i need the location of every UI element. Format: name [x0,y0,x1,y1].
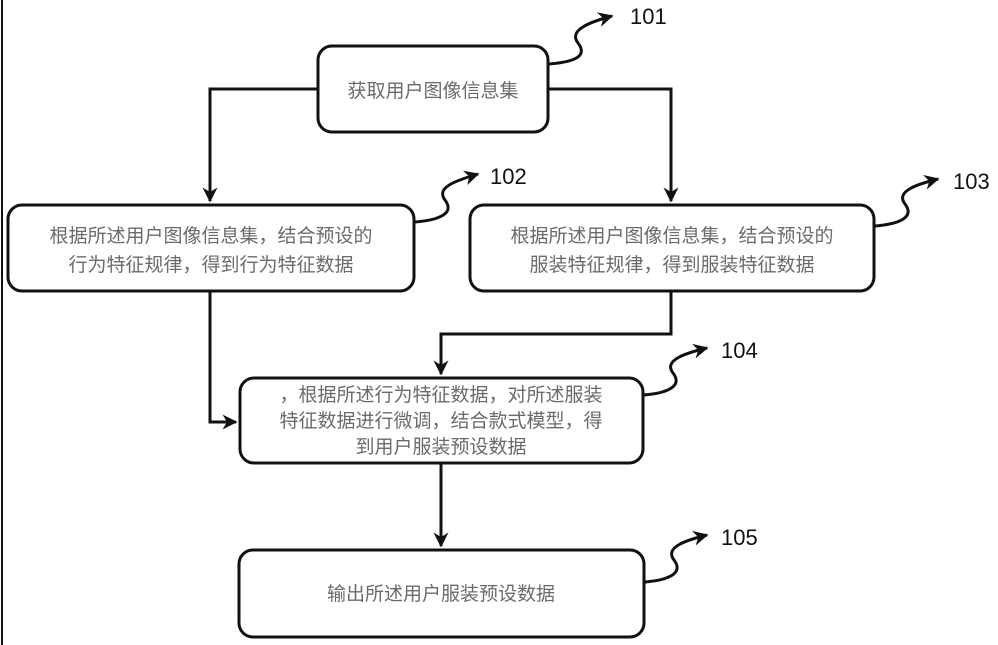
step-103-box [468,203,876,293]
connector-102-104 [208,291,238,430]
step-104: ，根据所述行为特征数据，对所述服装 特征数据进行微调，结合款式模型，得 到用户服… [238,376,645,465]
step-104-text-line-3: 到用户服装预设数据 [355,436,526,458]
ref-label-103: 103 [953,169,990,194]
step-101-text-line-1: 获取用户图像信息集 [347,80,518,102]
ref-label-104: 104 [721,338,758,363]
step-102-text-line-2: 行为特征规律，得到行为特征数据 [68,254,353,276]
ref-label-102: 102 [490,164,527,189]
step-104-text-line-2: 特征数据进行微调，结合款式模型，得 [279,410,602,432]
leader-102 [414,170,480,224]
step-102: 根据所述用户图像信息集，结合预设的 行为特征规律，得到行为特征数据 [6,203,416,293]
ref-label-101: 101 [630,4,667,29]
step-103-text-line-1: 根据所述用户图像信息集，结合预设的 [510,225,833,247]
connector-101-103 [548,87,679,203]
leader-101 [548,12,614,66]
step-105-text-line-1: 输出所述用户服装预设数据 [327,583,555,605]
leader-103 [874,174,940,228]
step-103-text-line-2: 服装特征规律，得到服装特征数据 [529,254,814,276]
step-102-text-line-1: 根据所述用户图像信息集，结合预设的 [49,225,372,247]
step-103: 根据所述用户图像信息集，结合预设的 服装特征规律，得到服装特征数据 [468,203,876,293]
step-105-box [237,548,646,639]
step-102-box [6,203,416,293]
step-101-box [316,44,550,134]
connector-101-102 [202,87,318,203]
ref-label-105: 105 [721,525,758,550]
connector-103-104 [433,291,673,376]
step-105: 输出所述用户服装预设数据 [237,548,646,639]
leader-104 [643,343,709,397]
step-101: 获取用户图像信息集 [316,44,550,134]
step-104-text-line-1: ，根据所述行为特征数据，对所述服装 [279,384,602,406]
leader-105 [644,530,709,584]
step-104-box [238,376,645,465]
